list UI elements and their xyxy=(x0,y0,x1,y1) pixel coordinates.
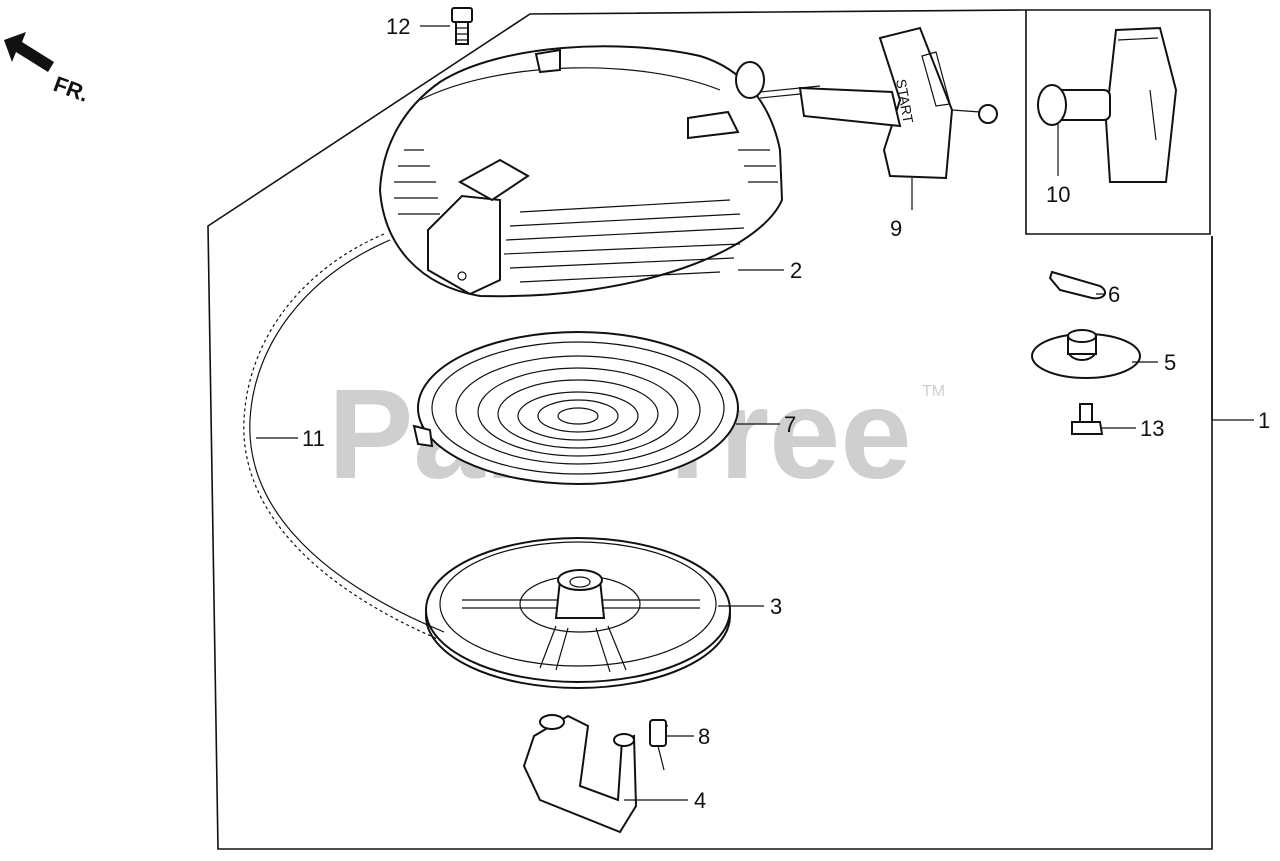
handle-start-label: START xyxy=(893,78,917,125)
ratchet-4 xyxy=(522,714,638,834)
assembly-frame xyxy=(207,9,1213,850)
callout-3: 3 xyxy=(770,594,782,619)
callout-5: 5 xyxy=(1164,350,1176,375)
callout-13: 13 xyxy=(1140,416,1164,441)
callout-2: 2 xyxy=(790,258,802,283)
front-direction-label: FR. xyxy=(50,71,92,107)
starter-case-2 xyxy=(378,45,784,298)
leader-lines xyxy=(256,25,1254,801)
recoil-spring-7 xyxy=(412,331,739,485)
callout-4: 4 xyxy=(694,788,706,813)
callout-12: 12 xyxy=(386,14,410,39)
clip-6 xyxy=(1048,270,1107,300)
starter-handle-9: START xyxy=(798,26,998,180)
bolt-12 xyxy=(451,7,473,45)
callout-9: 9 xyxy=(890,216,902,241)
callouts: 1 2 3 4 5 6 7 8 9 10 11 12 13 xyxy=(302,14,1270,813)
callout-11: 11 xyxy=(302,426,325,451)
starter-rope-11 xyxy=(243,233,441,641)
bolt-13 xyxy=(1071,403,1104,435)
callout-8: 8 xyxy=(698,724,710,749)
front-direction-arrow-icon: FR. xyxy=(4,32,92,107)
callout-1: 1 xyxy=(1258,408,1270,433)
ratchet-spring-8 xyxy=(649,719,669,771)
callout-7: 7 xyxy=(784,412,796,437)
callout-6: 6 xyxy=(1108,282,1120,307)
callout-10: 10 xyxy=(1046,182,1070,207)
friction-plate-5 xyxy=(1031,329,1141,379)
starter-rope-11-edge xyxy=(249,239,445,633)
handle-inset-frame xyxy=(1022,9,1211,235)
watermark-tm: TM xyxy=(922,383,945,400)
starter-handle-10 xyxy=(1037,26,1178,183)
starter-reel-3 xyxy=(425,537,731,689)
